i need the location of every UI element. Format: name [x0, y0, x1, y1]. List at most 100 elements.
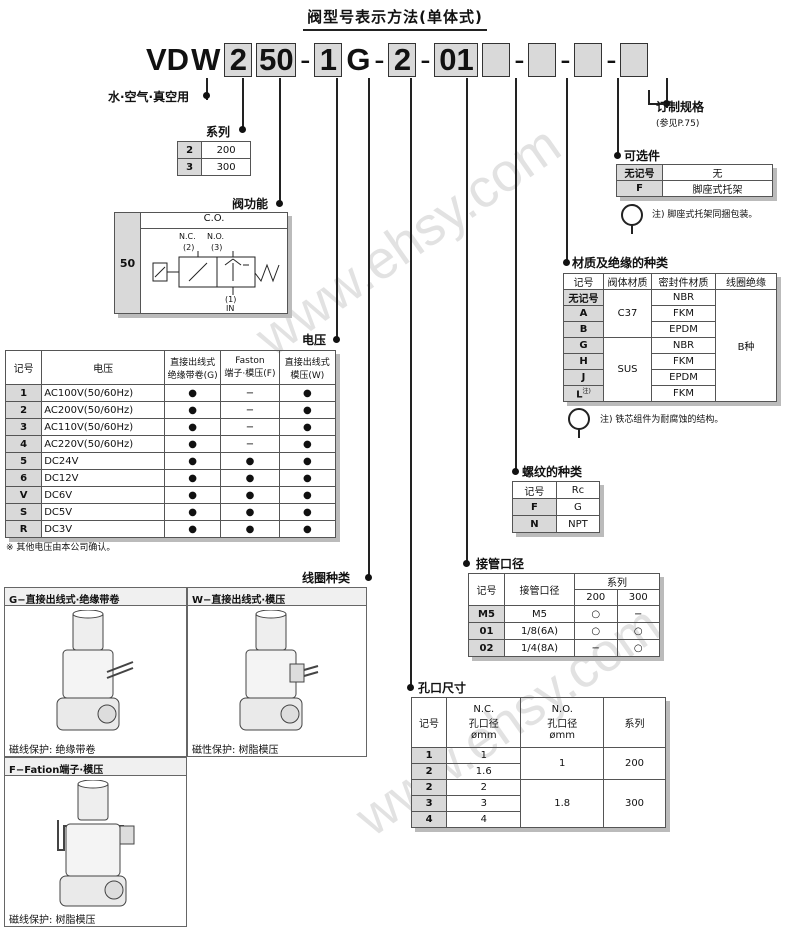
cell: 无记号: [563, 289, 604, 306]
material-note: 注) 铁芯组件为耐腐蚀的结构。: [600, 415, 724, 425]
coil-w-image: [239, 610, 319, 731]
function-label: 阀功能: [232, 197, 269, 211]
th: 直接出线式 绝缘带卷(G): [163, 350, 222, 385]
cell: M5: [468, 605, 505, 623]
leader-dot: [563, 259, 570, 266]
code-dash: -: [420, 42, 431, 77]
cell: H: [563, 353, 604, 370]
th: 记号: [410, 697, 448, 748]
leader-line: [617, 78, 619, 158]
th: 记号: [468, 573, 505, 606]
cell: ●: [220, 520, 280, 538]
leader-dot: [365, 574, 372, 581]
th: Faston 端子·模压(F): [220, 350, 280, 385]
cell: 4: [410, 811, 448, 828]
port1-label: (1): [225, 295, 237, 304]
cell: 1/4(8A): [504, 639, 575, 657]
page-title: 阀型号表示方法(单体式): [0, 6, 790, 31]
cell: B种: [715, 289, 777, 402]
cell: F: [616, 180, 663, 197]
leader-line: [368, 78, 370, 578]
coil-f-image: [57, 780, 135, 907]
cell: DC3V: [41, 520, 165, 538]
cell: ●: [278, 520, 337, 538]
leader-dot: [203, 92, 210, 99]
cell: ●: [163, 452, 222, 470]
th: N.C. 孔口径 ømm: [446, 697, 522, 748]
cell: ○: [574, 622, 618, 640]
th: 200: [574, 589, 618, 606]
coil-w-panel: W−直接出线式·模压 磁性保护: 树脂模压: [187, 587, 367, 757]
coil-f-caption: 磁线保护: 树脂模压: [9, 915, 96, 926]
cell: −: [220, 384, 280, 402]
cell: 3: [410, 795, 448, 812]
cell: ●: [278, 435, 337, 453]
leader-line: [566, 78, 568, 264]
code-custom2-box: [620, 43, 649, 77]
cell: ●: [163, 486, 222, 504]
cell: −: [220, 435, 280, 453]
cell: 2: [410, 763, 448, 780]
model-code: VD W 2 50 - 1 G - 2 - 01 - - -: [146, 42, 650, 78]
cell: FKM: [651, 385, 716, 402]
cell: DC5V: [41, 503, 165, 521]
voltage-table: 记号 电压 直接出线式 绝缘带卷(G) Faston 端子·模压(F) 直接出线…: [4, 350, 337, 538]
cell: 200: [201, 141, 251, 159]
cell: 3: [4, 418, 43, 436]
option-note: 注) 脚座式托架同捆包装。: [652, 210, 758, 220]
cell: 1: [520, 747, 605, 780]
th: 接管口径: [504, 573, 575, 606]
code-function-box: 50: [256, 42, 297, 77]
series-label: 系列: [206, 125, 231, 139]
cell: DC6V: [41, 486, 165, 504]
material-label: 材质及绝缘的种类: [572, 256, 669, 270]
sup: 注): [582, 388, 591, 396]
th: 系列: [603, 697, 666, 748]
code-dash: -: [514, 42, 525, 77]
cell: 01: [468, 622, 505, 640]
cell: 1/8(6A): [504, 622, 575, 640]
cell: 2: [176, 141, 203, 159]
code-series-box: 2: [224, 42, 253, 77]
cell: J: [563, 369, 604, 386]
cell: 脚座式托架: [662, 180, 773, 197]
cell: 2: [446, 779, 522, 796]
cell: R: [4, 520, 43, 538]
leader-dot: [407, 684, 414, 691]
cell: 1: [446, 747, 522, 764]
function-head: C.O.: [141, 213, 287, 229]
leader-line: [648, 103, 666, 105]
cell: V: [4, 486, 43, 504]
cell: AC100V(50/60Hz): [41, 384, 165, 402]
port2-label: (2): [183, 243, 195, 252]
th: 300: [616, 589, 660, 606]
cell: 无记号: [616, 164, 663, 181]
key: L: [576, 389, 583, 401]
cell: N: [512, 515, 557, 533]
code-dash: -: [560, 42, 571, 77]
cell: ●: [220, 452, 280, 470]
nc-label: N.C.: [179, 232, 196, 241]
cell: ●: [220, 469, 280, 487]
cell: ●: [278, 452, 337, 470]
cell: NPT: [555, 515, 601, 533]
cell: ●: [220, 486, 280, 504]
cell: SUS: [603, 337, 652, 402]
cell: EPDM: [651, 369, 716, 386]
code-coil: G: [346, 42, 371, 77]
th: 线圈绝缘: [715, 273, 777, 290]
leader-line: [242, 78, 244, 130]
leader-line: [648, 90, 650, 104]
cell: 1: [4, 384, 43, 402]
magnifier-icon: [621, 204, 643, 234]
leader-dot: [239, 126, 246, 133]
custom-label: 订制规格: [656, 100, 705, 114]
coil-f-panel: F−Fation端子·模压 磁线保护: 树脂模压: [4, 757, 187, 927]
